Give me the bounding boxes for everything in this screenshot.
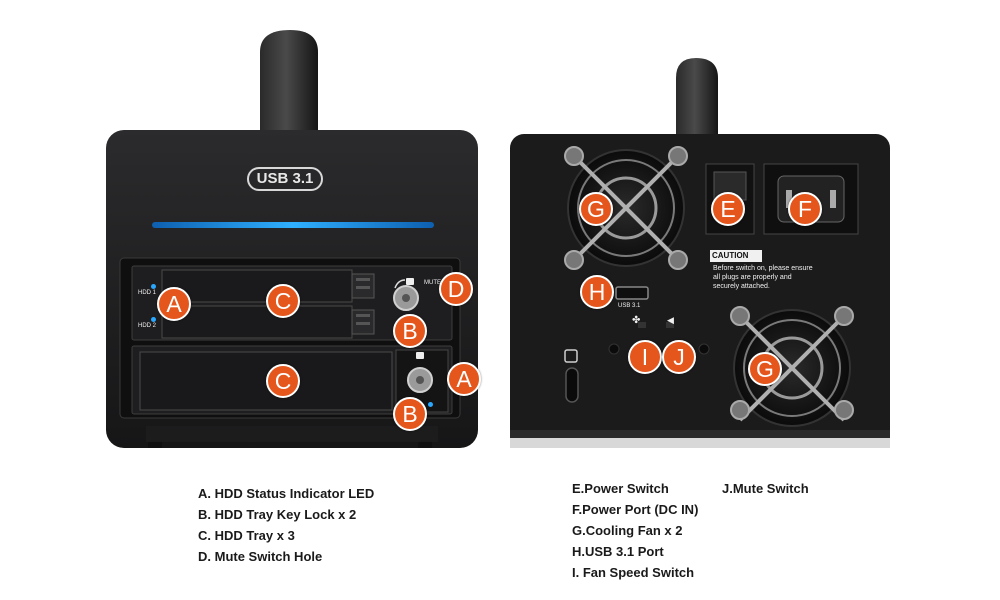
mute-speaker-icon: ◀: [667, 315, 674, 325]
legend-b: B. HDD Tray Key Lock x 2: [198, 507, 357, 522]
marker-a-top: A: [157, 287, 191, 321]
marker-c-top: C: [266, 284, 300, 318]
hdd1-led: [151, 284, 156, 289]
legend-e: E.Power Switch: [572, 481, 669, 496]
mute-label: MUTE: [424, 280, 441, 286]
hdd2-label: HDD 2: [138, 323, 157, 329]
legend-h: H.USB 3.1 Port: [572, 544, 664, 559]
marker-c-bottom: C: [266, 364, 300, 398]
marker-g-bottom: G: [748, 352, 782, 386]
usb-port-label: USB 3.1: [618, 303, 641, 309]
hdd1-label: HDD 1: [138, 290, 157, 296]
marker-b-bottom: B: [393, 397, 427, 431]
lower-tray-led: [428, 402, 433, 407]
caution-text-line-2: all plugs are properly and: [713, 274, 792, 281]
legend-g: G.Cooling Fan x 2: [572, 523, 683, 538]
legend-j: J.Mute Switch: [722, 481, 809, 496]
usb-badge-text: USB 3.1: [256, 170, 314, 187]
caution-title: CAUTION: [712, 251, 749, 260]
legend-d: D. Mute Switch Hole: [198, 549, 323, 564]
caution-text-line-3: securely attached.: [713, 283, 770, 290]
back-view: CAUTION Before switch on, please ensure …: [508, 58, 892, 450]
marker-e: E: [711, 192, 745, 226]
marker-d: D: [439, 272, 473, 306]
marker-g-top: G: [579, 192, 613, 226]
legend-a: A. HDD Status Indicator LED: [198, 486, 375, 501]
marker-i: I: [628, 340, 662, 374]
marker-a-bottom: A: [447, 362, 481, 396]
marker-b-top: B: [393, 314, 427, 348]
fan-speed-icon: ✤: [632, 315, 641, 326]
back-enclosure-illustration: [510, 58, 890, 448]
marker-h: H: [580, 275, 614, 309]
legend-f: F.Power Port (DC IN): [572, 502, 699, 517]
hdd2-led: [151, 317, 156, 322]
marker-f: F: [788, 192, 822, 226]
legend-i: I. Fan Speed Switch: [572, 565, 695, 580]
legend-c: C. HDD Tray x 3: [198, 528, 295, 543]
caution-text-line-1: Before switch on, please ensure: [713, 265, 813, 272]
marker-j: J: [662, 340, 696, 374]
